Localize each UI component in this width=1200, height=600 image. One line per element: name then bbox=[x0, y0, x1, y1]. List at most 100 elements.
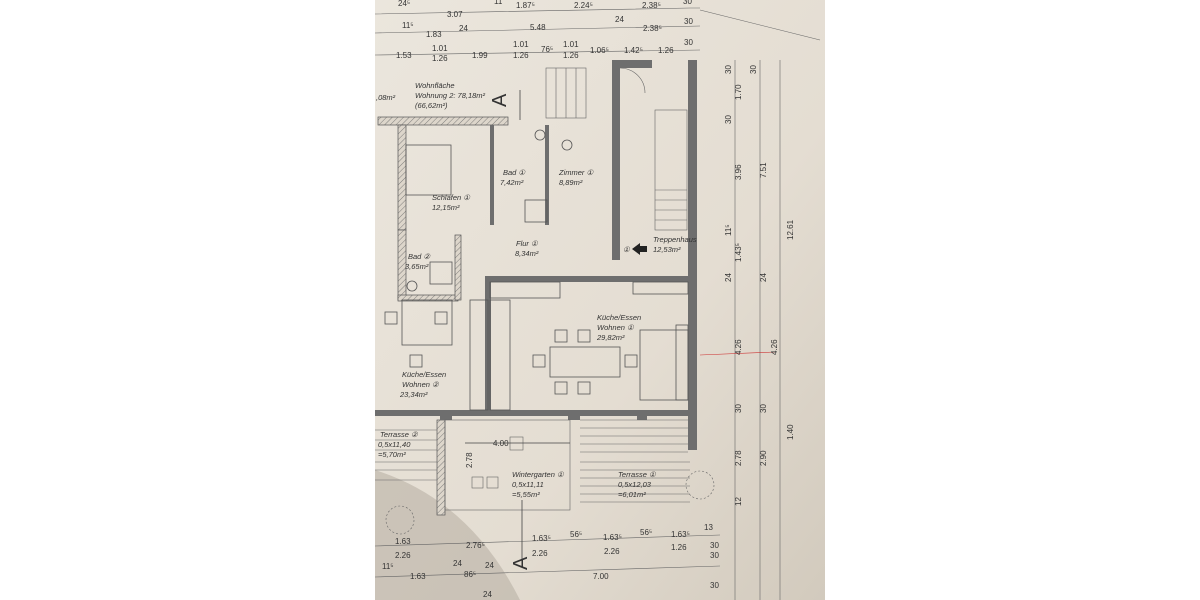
summary-label: Wohnfläche bbox=[415, 81, 455, 90]
dim-r2-4: 5.48 bbox=[530, 23, 546, 32]
room-treppenhaus-marker: ① bbox=[623, 245, 631, 254]
shadow bbox=[375, 470, 520, 600]
dim-right-c1-3: 30 bbox=[724, 115, 733, 124]
dim-right-c1-8: 4.26 bbox=[734, 339, 743, 355]
dim-r3-13: 30 bbox=[684, 38, 693, 47]
staircase bbox=[545, 67, 688, 231]
dim-right-c3-2: 1.40 bbox=[786, 424, 795, 440]
dim-r2-3: 24 bbox=[459, 24, 468, 33]
room-treppenhaus-name: Treppenhaus bbox=[653, 235, 697, 244]
dim-right-c2-6: 2.90 bbox=[759, 450, 768, 466]
room-terrasse1-name: Terrasse ① bbox=[618, 470, 657, 479]
dim-bot-u2: 2.26 bbox=[532, 549, 548, 558]
dim-r3-7: 76⁵ bbox=[541, 45, 553, 54]
dim-right-c1-4: 3.96 bbox=[734, 164, 743, 180]
furniture bbox=[384, 129, 689, 411]
room-bad1-area: 7,42m² bbox=[500, 178, 524, 187]
dim-r3-3: 1.26 bbox=[432, 54, 448, 63]
dim-right-c1-11: 12 bbox=[734, 497, 743, 506]
dim-r3-1: 1.53 bbox=[396, 51, 412, 60]
room-terrasse2-formula: 0,5x11,40 bbox=[378, 440, 411, 449]
room-schlafen-name: Schlafen ① bbox=[432, 193, 471, 202]
room-bad1-name: Bad ① bbox=[503, 168, 526, 177]
dim-bot-6: 56⁵ bbox=[640, 528, 652, 537]
dim-r3-12: 1.26 bbox=[658, 46, 674, 55]
dim-right-c1-7: 24 bbox=[724, 273, 733, 282]
dim-r3-5: 1.01 bbox=[513, 40, 529, 49]
dim-right-c2-2: 7.51 bbox=[759, 162, 768, 178]
right-dimension-lines bbox=[699, 60, 781, 600]
summary-left-fragment: ,08m² bbox=[376, 93, 396, 102]
top-dimension-lines bbox=[374, 7, 821, 56]
dim-bot-u3: 2.26 bbox=[604, 547, 620, 556]
dim-bot-3: 1.63⁵ bbox=[532, 534, 551, 543]
room-terrasse1-area: =6,01m² bbox=[618, 490, 646, 499]
dim-r2-6: 2.38⁵ bbox=[643, 24, 662, 33]
terrace-decking bbox=[375, 419, 715, 535]
room-kueche1-name2: Wohnen ① bbox=[597, 323, 635, 332]
room-flur-name: Flur ① bbox=[516, 239, 539, 248]
dim-r2-7: 30 bbox=[684, 17, 693, 26]
dim-right-c1-10: 2.78 bbox=[734, 450, 743, 466]
dim-right-c2-4: 4.26 bbox=[770, 339, 779, 355]
dim-bot2-3: 24 bbox=[453, 559, 462, 568]
dim-bot-5: 1.63⁵ bbox=[603, 533, 622, 542]
dim-r3-4: 1.99 bbox=[472, 51, 488, 60]
dim-r2-2: 1.83 bbox=[426, 30, 442, 39]
walls bbox=[375, 60, 697, 516]
dim-top-7: 30 bbox=[683, 0, 692, 6]
dim-bot-2: 2.76⁵ bbox=[466, 541, 485, 550]
dim-top-1: 24⁵ bbox=[398, 0, 410, 8]
dim-r3-2: 1.01 bbox=[432, 44, 448, 53]
dim-bot2-5: 24 bbox=[485, 561, 494, 570]
room-treppenhaus-area: 12,53m² bbox=[653, 245, 681, 254]
dim-bot-u1: 2.26 bbox=[395, 551, 411, 560]
dim-top-6: 2.38⁵ bbox=[642, 1, 661, 10]
dim-bot2-7: 30 bbox=[710, 541, 719, 550]
dim-bot3-1: 24 bbox=[483, 590, 492, 599]
room-zimmer-area: 8,89m² bbox=[559, 178, 583, 187]
dim-right-c2-1: 30 bbox=[749, 65, 758, 74]
room-kueche1-area: 29,82m² bbox=[596, 333, 625, 342]
room-kueche1-name: Küche/Essen bbox=[597, 313, 641, 322]
wintergarten-height: 2.78 bbox=[465, 452, 474, 468]
dim-top-3: 11 bbox=[494, 0, 503, 6]
dim-bot2-4: 86⁵ bbox=[464, 570, 476, 579]
summary-sub: (66,62m²) bbox=[415, 101, 448, 110]
dim-right-c2-5: 30 bbox=[759, 404, 768, 413]
dim-right-c1-9: 30 bbox=[734, 404, 743, 413]
dim-r2-5: 24 bbox=[615, 15, 624, 24]
room-kueche2-name2: Wohnen ② bbox=[402, 380, 440, 389]
dim-bot2-1: 11⁵ bbox=[382, 562, 394, 571]
dim-bot2-6: 7.00 bbox=[593, 572, 609, 581]
dim-bot2-8: 30 bbox=[710, 551, 719, 560]
room-terrasse2-name: Terrasse ② bbox=[380, 430, 419, 439]
section-marker-bottom: A bbox=[510, 556, 532, 570]
dim-right-c1-2: 1.70 bbox=[734, 84, 743, 100]
dim-r2-1: 11⁵ bbox=[402, 21, 414, 30]
room-wintergarten-area: =5,55m² bbox=[512, 490, 540, 499]
room-bad2-name: Bad ② bbox=[408, 252, 431, 261]
dim-top-2: 3.07 bbox=[447, 10, 463, 19]
room-terrasse1-formula: 0,5x12,03 bbox=[618, 480, 652, 489]
room-terrasse2-area: =5,70m² bbox=[378, 450, 406, 459]
dim-bot2-2: 1.63 bbox=[410, 572, 426, 581]
room-kueche2-name: Küche/Essen bbox=[402, 370, 446, 379]
dim-top-4: 1.87⁵ bbox=[516, 1, 535, 10]
dim-bot2-9: 30 bbox=[710, 581, 719, 590]
room-zimmer-name: Zimmer ① bbox=[558, 168, 594, 177]
dim-bot-u4: 1.26 bbox=[671, 543, 687, 552]
dim-bot-1: 1.63 bbox=[395, 537, 411, 546]
section-marker-top: A bbox=[489, 93, 511, 107]
dim-right-c3-1: 12.61 bbox=[786, 219, 795, 240]
dim-right-c1-6: 1.43⁵ bbox=[734, 243, 743, 262]
dim-r3-9: 1.26 bbox=[563, 51, 579, 60]
room-flur-area: 8,34m² bbox=[515, 249, 539, 258]
dim-r3-8: 1.01 bbox=[563, 40, 579, 49]
dim-top-5: 2.24⁵ bbox=[574, 1, 593, 10]
room-wintergarten-name: Wintergarten ① bbox=[512, 470, 565, 479]
bottom-dimension-lines bbox=[374, 500, 721, 578]
dim-bot-8: 13 bbox=[704, 523, 713, 532]
